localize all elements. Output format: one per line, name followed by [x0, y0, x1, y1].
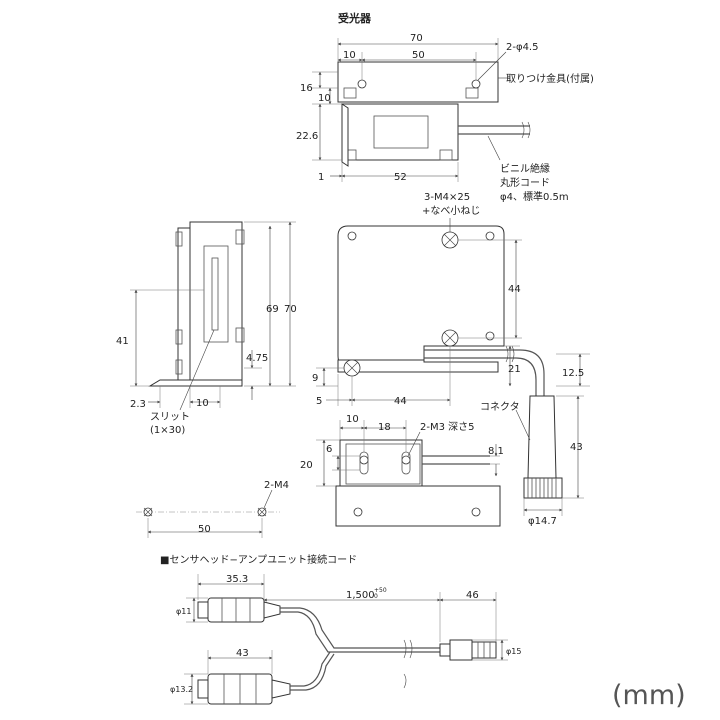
- dim-side-69: 69: [266, 304, 279, 315]
- side-view: 69 70 41 4.75 2.3 10 スリット (1×30): [116, 221, 297, 436]
- cable-label-3: φ4、標準0.5m: [500, 190, 569, 203]
- sensor-body-top: [341, 103, 459, 161]
- cable-label-2: 丸形コード: [500, 176, 550, 189]
- dim-bottom-6: 6: [326, 444, 332, 455]
- dim-side-70: 70: [284, 304, 297, 315]
- mounting-holes: 2-M4 50: [136, 480, 289, 538]
- side-body: [189, 221, 243, 387]
- m3-label: 2-M3 深さ5: [420, 421, 475, 433]
- dim-cord-phi13-2: φ13.2: [170, 685, 193, 694]
- cord-connector-amp: [449, 639, 473, 661]
- dim-front-9: 9: [312, 373, 318, 384]
- dim-cord-35-3: 35.3: [226, 574, 248, 585]
- slit-window: [211, 257, 219, 331]
- dim-holes-label: 2-φ4.5: [506, 42, 538, 53]
- slit-size: (1×30): [150, 425, 185, 436]
- dim-cord-1500: 1,500: [346, 590, 375, 601]
- dim-front-21: 21: [508, 364, 521, 375]
- dim-cord-43: 43: [236, 648, 249, 659]
- dim-bottom-8-1: 8.1: [488, 446, 504, 457]
- slit-label: スリット: [150, 412, 190, 423]
- dim-top-22-6: 22.6: [296, 131, 318, 142]
- dim-top-52: 52: [394, 172, 407, 183]
- dim-bottom-20: 20: [300, 460, 313, 471]
- connector-body: [527, 395, 557, 479]
- view-title: 受光器: [338, 11, 372, 25]
- dim-front-5: 5: [316, 396, 322, 407]
- front-view: 3-M4×25 +なべ小ねじ 44 9 5 44 21 12.5 コネクタ: [312, 192, 590, 527]
- dim-front-44v: 44: [508, 284, 521, 295]
- top-view: 70 10 50 2-φ4.5 取りつけ金具(付属) 16 10 22.6 1 …: [296, 33, 594, 203]
- front-body: [337, 225, 505, 367]
- dim-top-16: 16: [300, 83, 313, 94]
- dim-bottom-18: 18: [378, 422, 391, 433]
- bracket-label: 取りつけ金具(付属): [506, 72, 594, 85]
- bottom-view: 10 18 2-M3 深さ5 20 6 8.1: [300, 414, 504, 527]
- dim-front-44: 44: [394, 396, 407, 407]
- connector-label: コネクタ: [480, 401, 520, 413]
- dim-mount-50: 50: [198, 524, 211, 535]
- dim-cord-phi11: φ11: [176, 607, 191, 616]
- screws-label: 3-M4×25: [424, 192, 470, 203]
- cable-label-1: ビニル絶縁: [500, 162, 550, 175]
- m3-hole-left: [359, 455, 369, 465]
- mount-hole-left: [357, 79, 367, 89]
- unit-label: (mm): [612, 680, 686, 711]
- dim-top-50: 50: [412, 50, 425, 61]
- cord-title: ■センサヘッド−アンプユニット接続コード: [160, 553, 357, 566]
- m4-label: 2-M4: [264, 480, 289, 491]
- dim-side-10: 10: [196, 398, 209, 409]
- side-bracket: [177, 227, 191, 387]
- mount-hole-right: [471, 79, 481, 89]
- connector-nut: [523, 477, 563, 499]
- dim-front-phi14-7: φ14.7: [528, 516, 557, 527]
- dim-top-10b: 10: [318, 93, 331, 104]
- screws-sub: +なべ小ねじ: [422, 205, 480, 217]
- dim-side-4-75: 4.75: [246, 353, 268, 364]
- dim-top-70: 70: [410, 33, 423, 44]
- dim-bottom-10: 10: [346, 414, 359, 425]
- dim-front-12-5: 12.5: [562, 368, 584, 379]
- dim-top-10: 10: [343, 50, 356, 61]
- dim-side-2-3: 2.3: [130, 399, 146, 410]
- dim-top-1: 1: [318, 172, 324, 183]
- dim-side-41: 41: [116, 336, 129, 347]
- bottom-plate: [335, 485, 501, 527]
- m3-hole-right: [401, 455, 411, 465]
- dim-cord-46: 46: [466, 590, 479, 601]
- dim-front-43: 43: [570, 442, 583, 453]
- dim-cord-phi15: φ15: [506, 647, 521, 656]
